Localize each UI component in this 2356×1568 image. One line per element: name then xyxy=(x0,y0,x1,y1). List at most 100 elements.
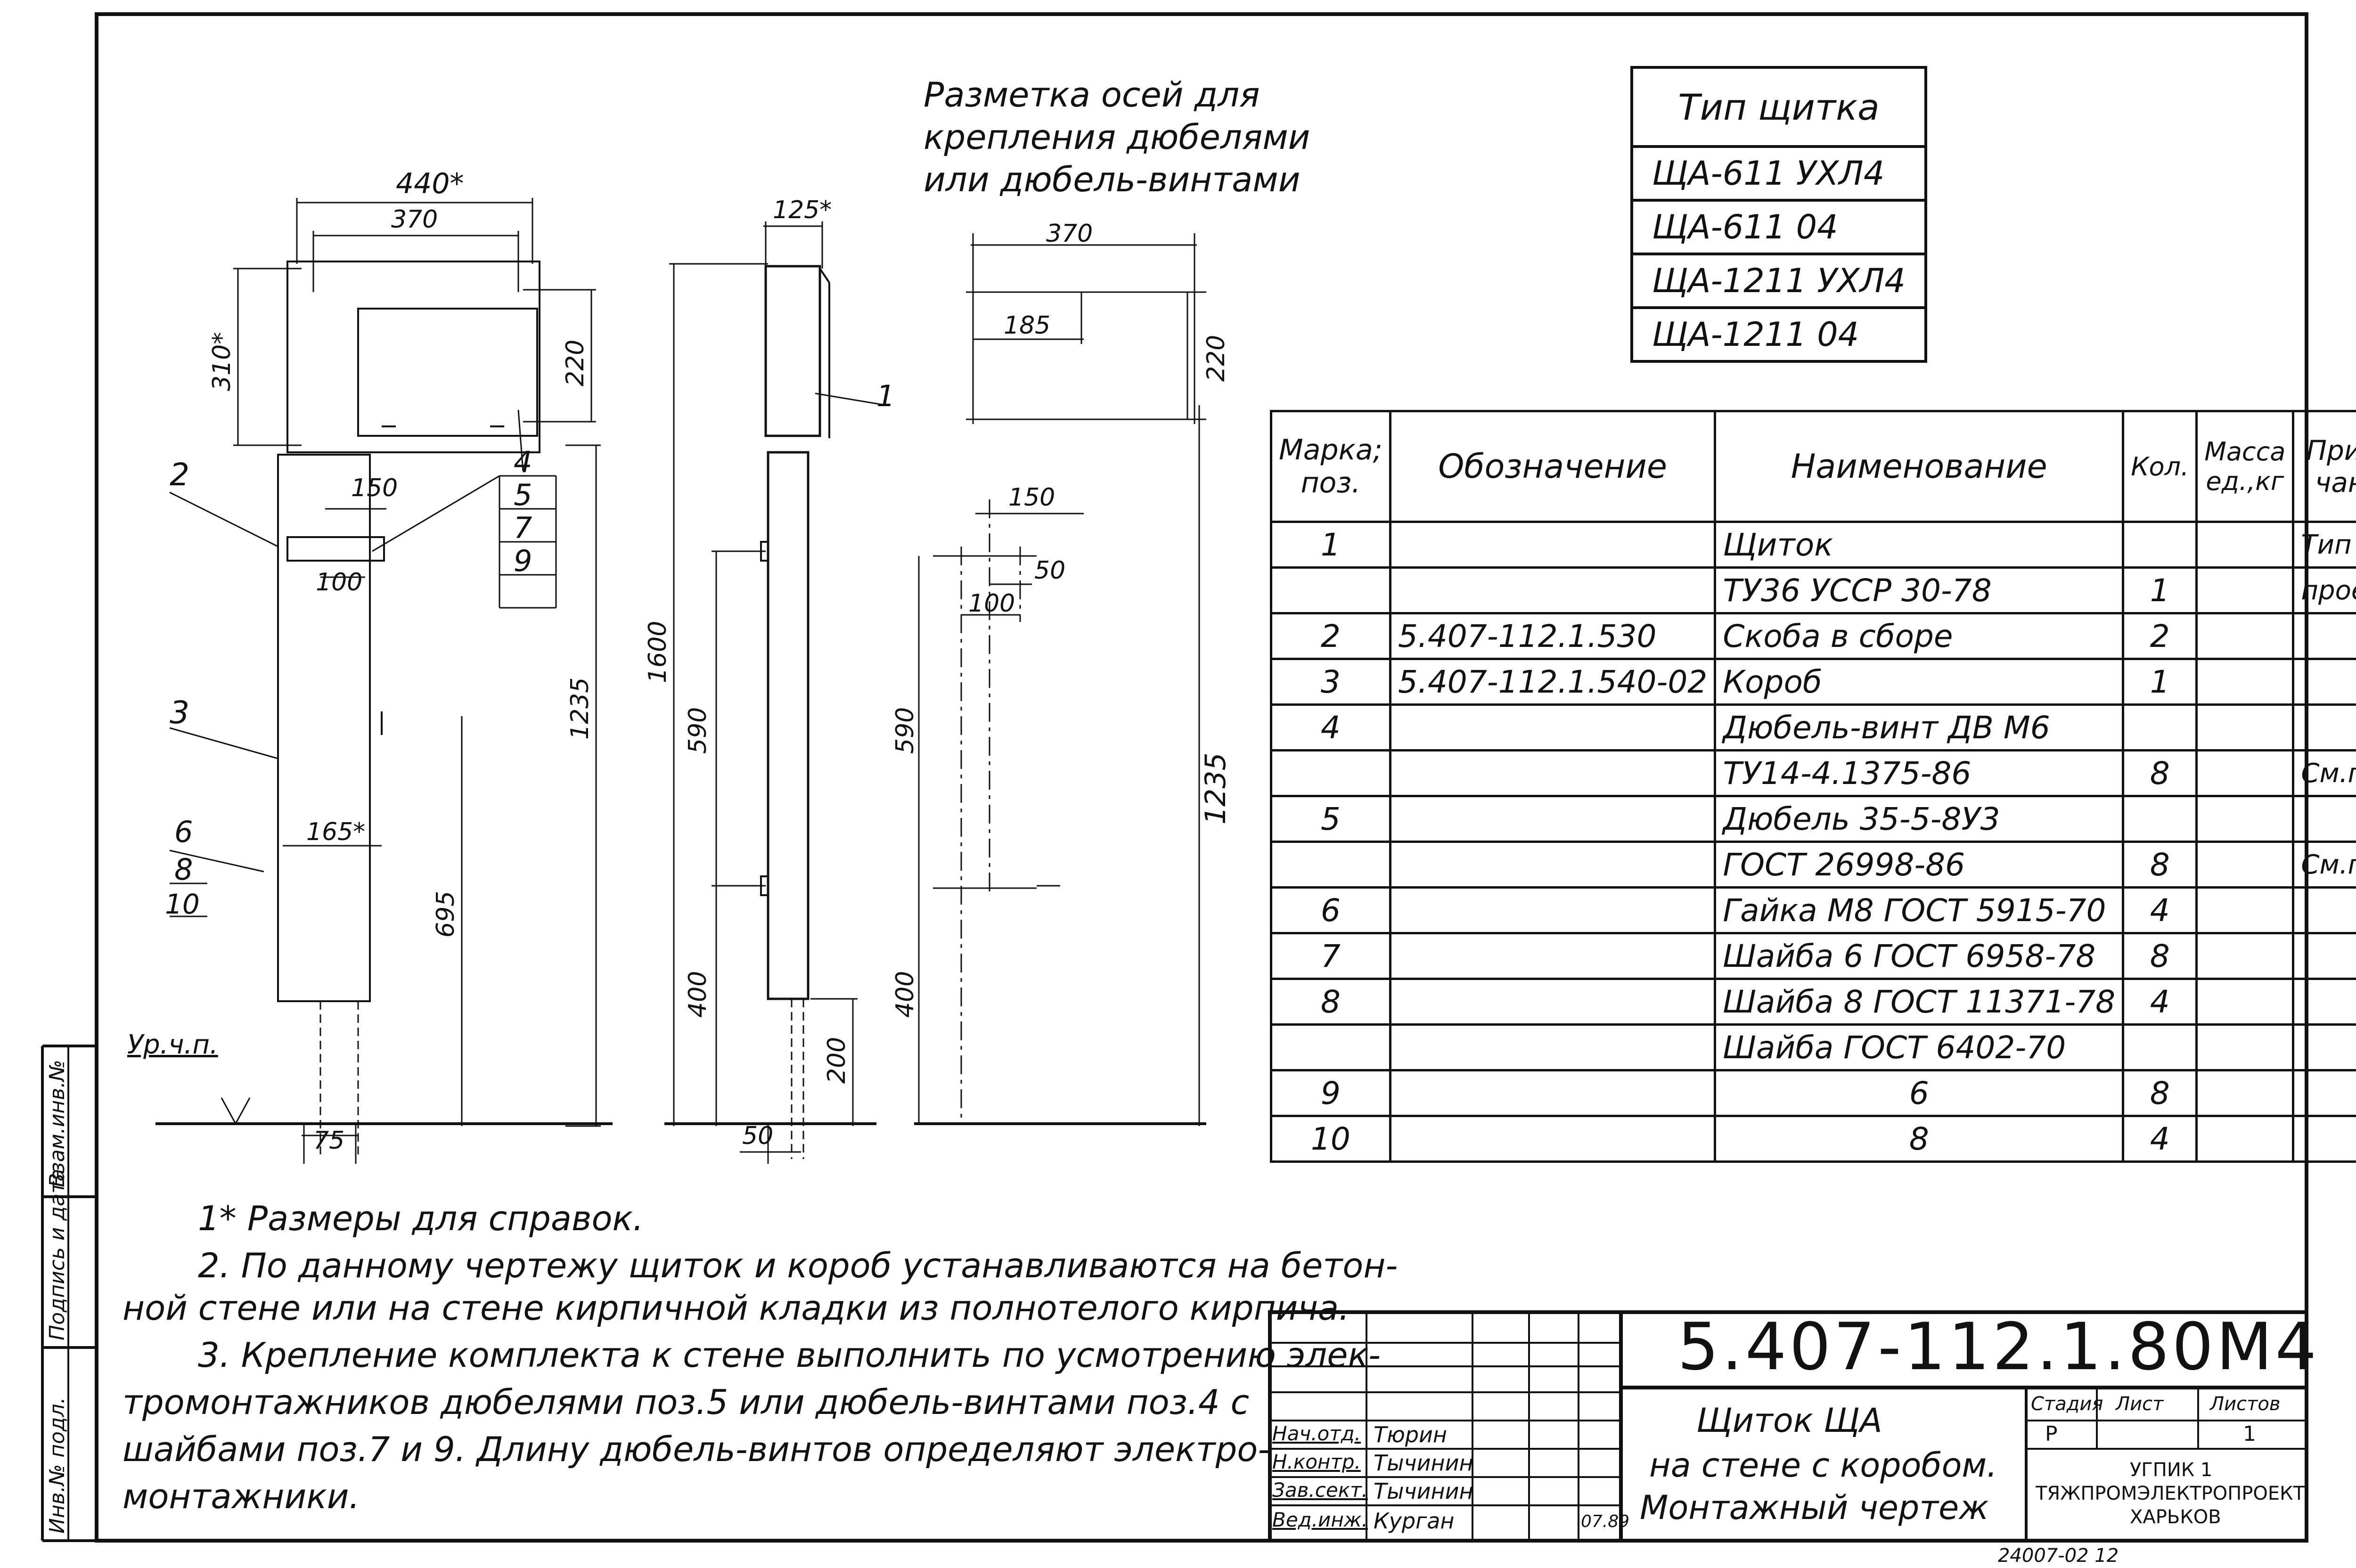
dim-front-220: 220 xyxy=(561,339,589,386)
spec-header-qty: Кол. xyxy=(2122,410,2198,523)
axes-note-line3: или дюбель-винтами xyxy=(924,160,1301,199)
spec-cell-code xyxy=(1389,703,1717,751)
spec-cell-qty: 8 xyxy=(2122,841,2198,889)
panel-types-table: Тип щитка ЩА-611 УХЛ4 ЩА-611 04 ЩА-1211 … xyxy=(1630,66,1927,363)
dim-side-125: 125* xyxy=(773,196,832,224)
dim-axes-1235: 1235 xyxy=(1199,752,1232,825)
dim-front-100: 100 xyxy=(316,568,363,596)
spec-header-code: Обозначение xyxy=(1389,410,1717,523)
spec-header-name: Наименование xyxy=(1714,410,2125,523)
dim-side-200: 200 xyxy=(823,1037,851,1084)
spec-cell-pos: 9 xyxy=(1270,1069,1391,1117)
spec-cell-code xyxy=(1389,795,1717,843)
callout-2: 2 xyxy=(170,457,189,493)
spec-table: Марка; поз. Обозначение Наименование Кол… xyxy=(1270,410,2356,1163)
floor-level-label: Ур.ч.п. xyxy=(127,1029,218,1060)
dim-axes-100: 100 xyxy=(968,589,1015,618)
spec-cell-note xyxy=(2292,795,2356,843)
spec-cell-pos: 10 xyxy=(1270,1115,1391,1163)
spec-cell-qty: 4 xyxy=(2122,886,2198,934)
sheet-header: Лист xyxy=(2116,1393,2164,1415)
title-line1: Щиток ЩА xyxy=(1696,1401,1882,1440)
spec-cell-name: ТУ36 УССР 30-78 xyxy=(1714,566,2125,614)
callout-4: 4 xyxy=(514,445,532,479)
spec-cell-note xyxy=(2292,978,2356,1026)
title-line2: на стене с коробом. xyxy=(1649,1446,1997,1485)
spec-cell-mass xyxy=(2195,612,2295,660)
name-head-dept: Тюрин xyxy=(1374,1422,1447,1447)
signature-date: 07.89 xyxy=(1581,1512,1630,1531)
spec-cell-name: Шайба 6 ГОСТ 6958-78 xyxy=(1714,932,2125,980)
callout-10: 10 xyxy=(165,888,200,920)
spec-cell-qty: 8 xyxy=(2122,749,2198,797)
dim-side-1600: 1600 xyxy=(644,621,672,683)
spec-cell-mass xyxy=(2195,749,2295,797)
dim-side-590: 590 xyxy=(684,707,712,754)
spec-cell-mass xyxy=(2195,795,2295,843)
callout-5: 5 xyxy=(514,478,532,512)
spec-cell-pos: 2 xyxy=(1270,612,1391,660)
spec-cell-pos xyxy=(1270,749,1391,797)
spec-cell-code xyxy=(1389,1069,1717,1117)
spec-cell-mass xyxy=(2195,658,2295,706)
role-lead-engineer: Вед.инж. xyxy=(1272,1508,1368,1531)
spec-cell-qty xyxy=(2122,521,2198,569)
spec-cell-code xyxy=(1389,1023,1717,1071)
spec-cell-qty: 2 xyxy=(2122,612,2198,660)
spec-cell-pos xyxy=(1270,566,1391,614)
spec-cell-code xyxy=(1389,1115,1717,1163)
spec-header-note: Приме-чание xyxy=(2292,410,2356,523)
spec-cell-name: Дюбель 35-5-8У3 xyxy=(1714,795,2125,843)
callout-1: 1 xyxy=(876,379,895,413)
spec-cell-mass xyxy=(2195,1115,2295,1163)
spec-cell-code xyxy=(1389,841,1717,889)
spec-cell-mass xyxy=(2195,521,2295,569)
spec-cell-mass xyxy=(2195,841,2295,889)
spec-cell-qty: 4 xyxy=(2122,1115,2198,1163)
spec-cell-qty xyxy=(2122,703,2198,751)
spec-cell-qty: 1 xyxy=(2122,566,2198,614)
note-1: 1* Размеры для справок. xyxy=(198,1199,644,1238)
spec-cell-pos: 4 xyxy=(1270,703,1391,751)
dim-front-440: 440* xyxy=(396,167,464,200)
panel-type-row: ЩА-611 04 xyxy=(1630,199,1927,255)
spec-cell-name: Скоба в сборе xyxy=(1714,612,2125,660)
spec-cell-note xyxy=(2292,1069,2356,1117)
spec-cell-note: Тип по xyxy=(2292,521,2356,569)
dim-front-1235: 1235 xyxy=(566,677,594,740)
panel-type-row: ЩА-1211 04 xyxy=(1630,306,1927,363)
spec-cell-qty xyxy=(2122,1023,2198,1071)
spec-cell-code xyxy=(1389,521,1717,569)
spec-cell-pos xyxy=(1270,1023,1391,1071)
spec-cell-mass xyxy=(2195,886,2295,934)
dim-front-150: 150 xyxy=(351,474,398,502)
spec-cell-code: 5.407-112.1.540-02 xyxy=(1389,658,1717,706)
name-norm-control: Тычинин xyxy=(1374,1450,1473,1476)
dim-axes-400: 400 xyxy=(891,971,919,1018)
spec-cell-note: См.п.3 xyxy=(2292,841,2356,889)
spec-cell-note: См.п.3 xyxy=(2292,749,2356,797)
axes-note-line2: крепления дюбелями xyxy=(924,117,1310,157)
sheets-header: Листов xyxy=(2210,1393,2281,1415)
callout-9: 9 xyxy=(514,544,532,578)
spec-cell-name: ТУ14-4.1375-86 xyxy=(1714,749,2125,797)
spec-cell-code xyxy=(1389,566,1717,614)
spec-cell-mass xyxy=(2195,1023,2295,1071)
spec-cell-pos: 3 xyxy=(1270,658,1391,706)
spec-cell-note xyxy=(2292,1023,2356,1071)
note-3b: тромонтажников дюбелями поз.5 или дюбель… xyxy=(123,1382,1250,1422)
callout-7: 7 xyxy=(514,511,532,545)
axes-note-line1: Разметка осей для xyxy=(924,75,1260,114)
spec-cell-mass xyxy=(2195,703,2295,751)
spec-cell-mass xyxy=(2195,978,2295,1026)
title-line3: Монтажный чертеж xyxy=(1640,1488,1989,1527)
dim-axes-220: 220 xyxy=(1202,335,1230,382)
spec-cell-qty: 4 xyxy=(2122,978,2198,1026)
